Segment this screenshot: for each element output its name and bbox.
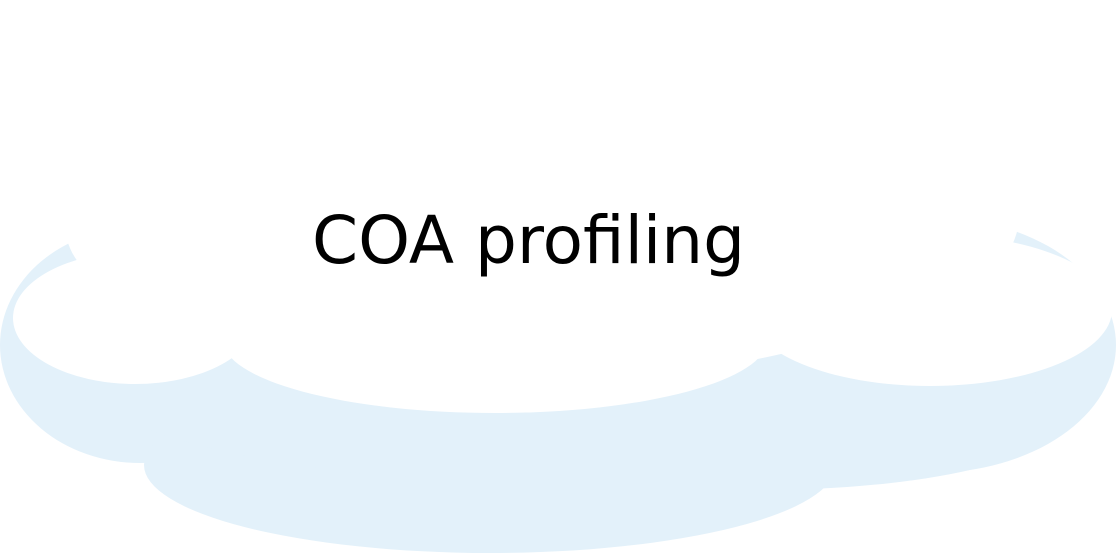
cloud-body	[13, 0, 1112, 413]
cloud-label: COA profiling	[312, 202, 745, 279]
